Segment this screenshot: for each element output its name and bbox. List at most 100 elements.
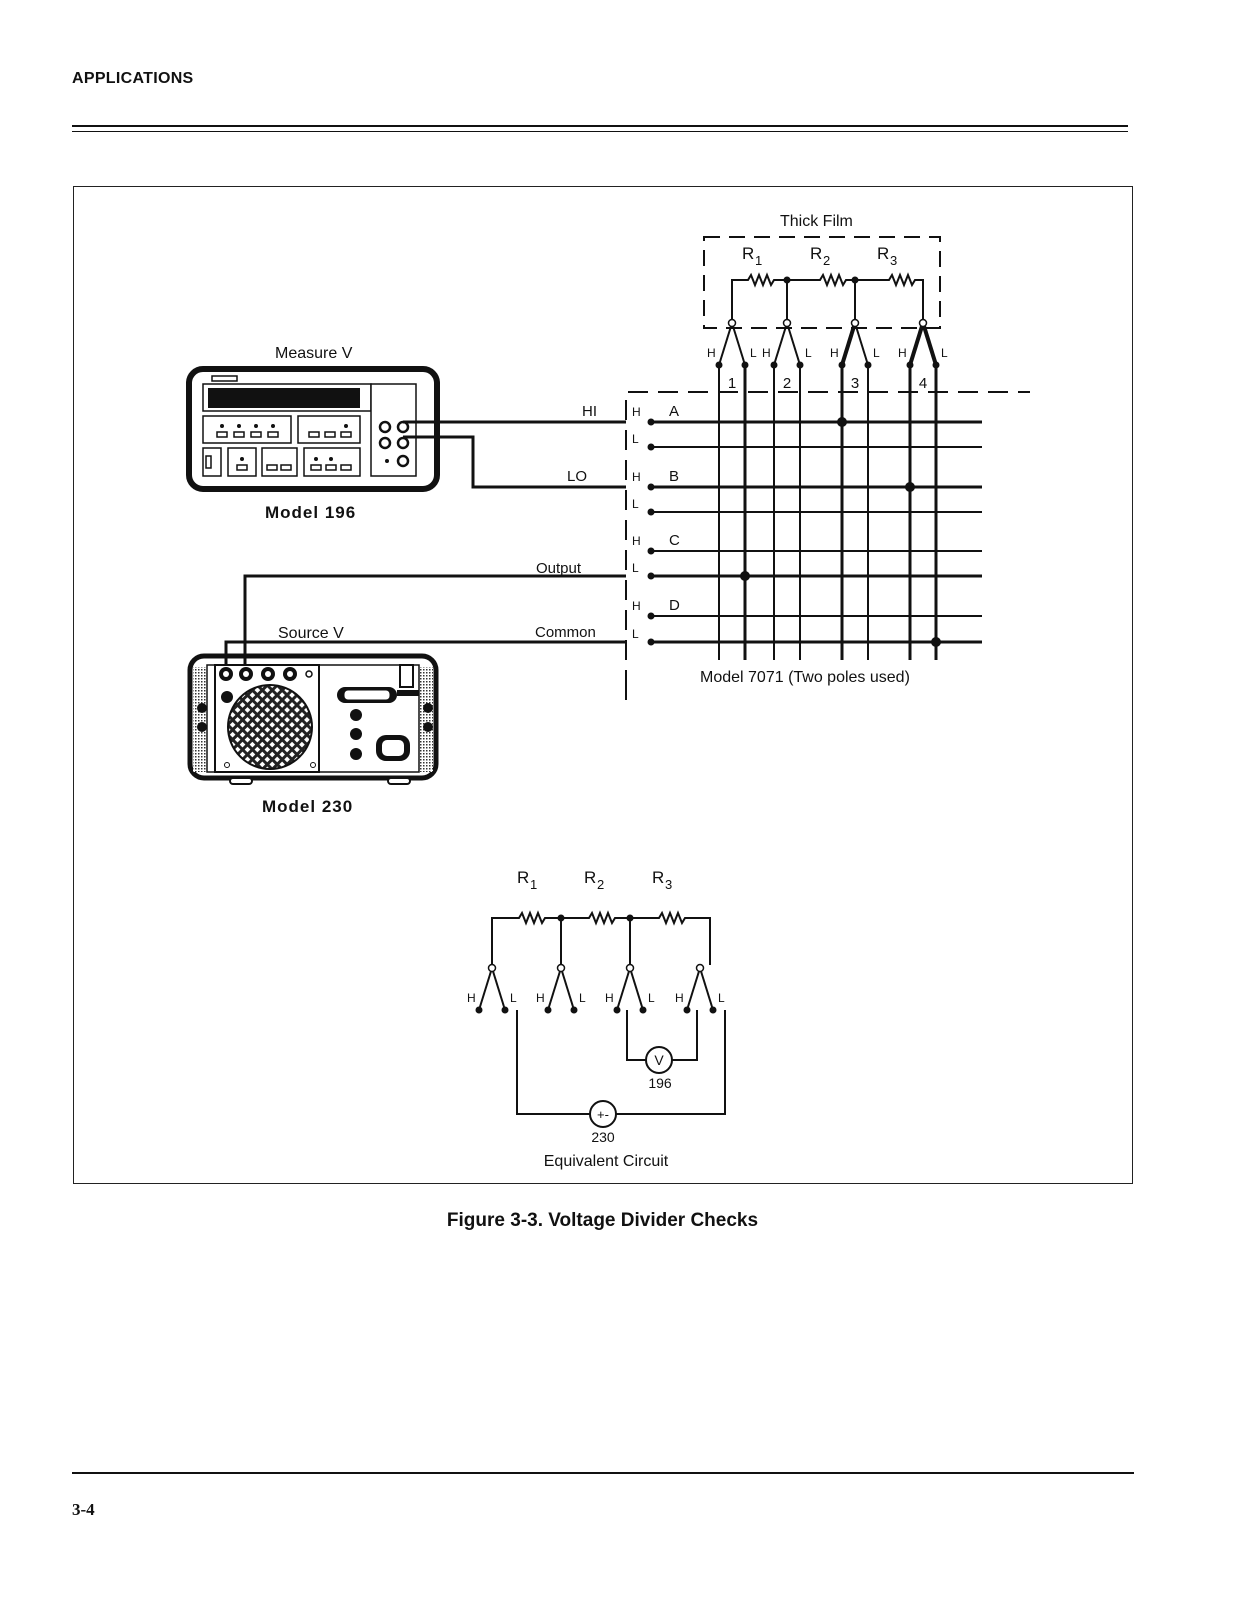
dmm-display	[208, 388, 360, 408]
row-B-hi-label: H	[632, 470, 641, 484]
svg-text:2: 2	[597, 877, 604, 892]
svg-text:R: R	[517, 868, 529, 887]
svg-text:1: 1	[755, 253, 762, 268]
wire-label-output: Output	[536, 560, 582, 577]
equivalent-circuit-label: Equivalent Circuit	[544, 1153, 669, 1170]
switch-label-h: H	[536, 991, 545, 1005]
resistor-r1	[731, 272, 787, 322]
voltmeter-label: 196	[648, 1075, 672, 1091]
switch-arm-l	[921, 322, 938, 366]
source-screw	[305, 670, 313, 678]
switch-arm-h	[616, 967, 631, 1011]
switch-arm-h	[773, 322, 788, 366]
row-label-D: D	[669, 597, 680, 614]
svg-text:R: R	[877, 244, 889, 263]
switch-arm-h	[478, 967, 493, 1011]
dmm-button	[267, 431, 279, 438]
switch-label-l: L	[805, 346, 812, 360]
common-wire	[224, 640, 626, 665]
matrix-label: Model 7071 (Two poles used)	[700, 669, 910, 686]
dmm-button	[340, 464, 352, 471]
row-D-hi-label: H	[632, 599, 641, 613]
switch-arm-l	[629, 967, 644, 1011]
switch-label-l: L	[873, 346, 880, 360]
switch-pivot	[487, 963, 497, 973]
switch-arm-l	[854, 322, 869, 366]
footer-rule	[72, 1472, 1134, 1474]
svg-text:R: R	[584, 868, 596, 887]
switch-arm-h	[686, 967, 701, 1011]
dmm-indicator	[240, 457, 244, 461]
switch-arm-h	[840, 322, 857, 366]
figure-caption: Figure 3-3. Voltage Divider Checks	[446, 1210, 759, 1231]
header-rule-thin	[72, 131, 1128, 132]
switch-label-l: L	[750, 346, 757, 360]
row-terminal-dot	[647, 547, 655, 555]
model-230-source: Source V Model 230	[187, 625, 439, 816]
switch-pivot	[625, 963, 635, 973]
switch-label-l: L	[941, 346, 948, 360]
column-number-2: 2	[783, 375, 791, 392]
resistor-r3	[855, 272, 924, 322]
dmm-model-label: Model 196	[265, 503, 356, 522]
dmm-jack	[378, 436, 392, 450]
switch-arm-l	[786, 322, 801, 366]
dmm-lo-jack	[396, 436, 410, 450]
voltage-source-symbol	[589, 1100, 617, 1128]
row-terminal-dot	[647, 572, 655, 580]
switch-contact-h	[683, 1006, 691, 1014]
svg-text:R: R	[810, 244, 822, 263]
switch-label-h: H	[467, 991, 476, 1005]
dmm-indicator	[314, 457, 318, 461]
switch-arm-l	[731, 322, 746, 366]
source-title: Source V	[278, 625, 344, 642]
switch-label-h: H	[830, 346, 839, 360]
switch-label-h: H	[762, 346, 771, 360]
row-terminal-dot	[647, 418, 655, 426]
voltage-source-label: 230	[591, 1129, 615, 1145]
row-A-lo-label: L	[632, 432, 639, 446]
source-jack-center	[287, 671, 293, 677]
svg-text:3: 3	[890, 253, 897, 268]
svg-text:R: R	[652, 868, 664, 887]
dmm-indicator	[237, 424, 241, 428]
figure-frame	[73, 186, 1133, 1184]
dmm-button	[266, 464, 278, 471]
column-number-1: 1	[728, 375, 736, 392]
source-jack-center	[223, 671, 229, 677]
switch-label-l: L	[718, 991, 725, 1005]
row-terminal-dot	[647, 508, 655, 516]
thick-film-boundary	[703, 236, 941, 329]
row-C-lo-label: L	[632, 561, 639, 575]
dmm-indicator	[220, 424, 224, 428]
switch-pivot	[850, 318, 860, 328]
source-jack-center	[265, 671, 271, 677]
row-B-lo-label: L	[632, 497, 639, 511]
switch-contact-l	[570, 1006, 578, 1014]
dmm-indicator	[254, 424, 258, 428]
dmm-button	[308, 431, 320, 438]
svg-text:3: 3	[665, 877, 672, 892]
svg-text:1: 1	[530, 877, 537, 892]
voltmeter-symbol	[645, 1046, 673, 1074]
switch-label-l: L	[510, 991, 517, 1005]
switch-arm-l	[560, 967, 575, 1011]
dmm-title: Measure V	[275, 345, 353, 362]
wire-label-lo: LO	[567, 468, 587, 485]
row-label-A: A	[669, 403, 679, 420]
source-jack-center	[243, 671, 249, 677]
row-D-lo-label: L	[632, 627, 639, 641]
dmm-indicator	[344, 424, 348, 428]
switch-label-h: H	[605, 991, 614, 1005]
dmm-button	[310, 464, 322, 471]
